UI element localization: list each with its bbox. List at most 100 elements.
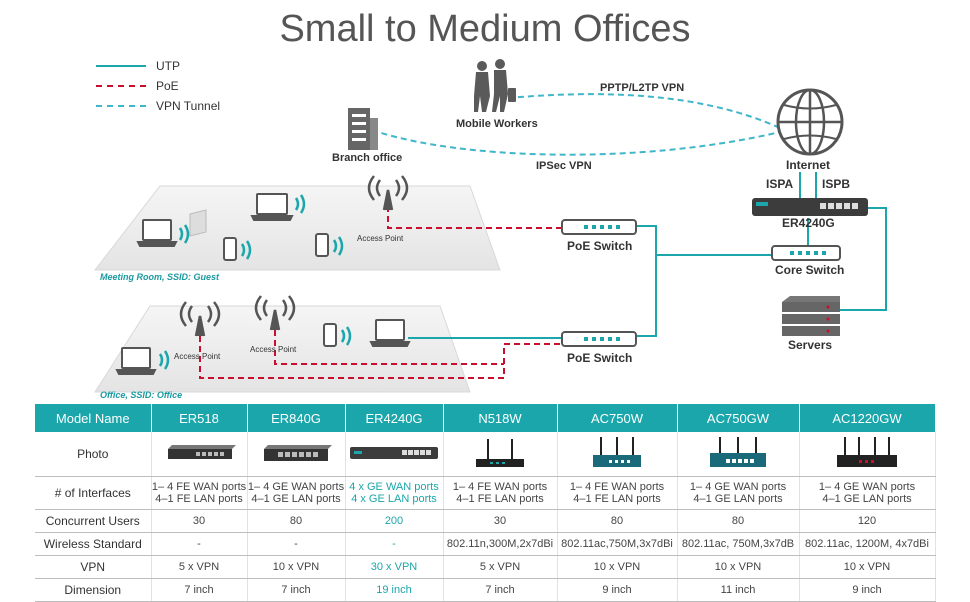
router-er518-icon (167, 444, 236, 459)
legend: UTP PoE VPN Tunnel (96, 56, 220, 116)
table-cell: 10 x VPN (247, 555, 346, 579)
table-cell: 19 inch (345, 578, 444, 602)
table-row-wireless: Wireless Standard - - - 802.11n,300M,2x7… (35, 532, 936, 556)
wireless-router-n518w-icon (476, 438, 524, 467)
cell-line: 1– 4 FE WAN ports (569, 481, 665, 493)
table-cell: 5 x VPN (443, 555, 558, 579)
mobile-workers-icon (474, 59, 516, 112)
servers-icon (782, 296, 840, 336)
wireless-router-ac1220gw-icon (837, 436, 897, 467)
legend-label-utp: UTP (156, 59, 180, 73)
cell-line: 4 x GE LAN ports (351, 493, 437, 505)
table-cell: - (247, 532, 346, 556)
photo-er518 (151, 432, 248, 477)
table-cell: 10 x VPN (677, 555, 800, 579)
table-row-users: Concurrent Users 30 80 200 30 80 80 120 (35, 509, 936, 533)
table-row-photo: Photo (35, 432, 936, 477)
cell-line: 1– 4 GE WAN ports (818, 481, 916, 493)
legend-swatch-poe (96, 85, 146, 87)
ispb-label: ISPB (822, 177, 851, 191)
poe-line-ap2 (274, 330, 504, 365)
spec-table: Model Name ER518 ER840G ER4240G N518W AC… (35, 404, 936, 602)
table-cell: 802.11ac, 750M,3x7dB (677, 532, 800, 556)
wifi-signal-icon (158, 194, 352, 370)
utp-router-right (840, 207, 887, 311)
cell-line: 1– 4 GE WAN ports (247, 481, 345, 493)
cell-line: 4–1 FE LAN ports (155, 493, 243, 505)
header-model-name: Model Name (35, 404, 152, 432)
poe-switch-2-label: PoE Switch (567, 351, 633, 365)
network-diagram (93, 59, 887, 393)
vpn-tunnel-branch (371, 129, 781, 156)
meeting-room-floor (93, 185, 501, 271)
cell-line: 4–1 FE LAN ports (456, 493, 544, 505)
phone-icon (223, 233, 337, 347)
poe-line-ap1 (387, 206, 562, 229)
row-label-wireless: Wireless Standard (35, 532, 152, 556)
table-cell: 7 inch (151, 578, 248, 602)
servers-label: Servers (788, 338, 833, 352)
table-cell: 30 (443, 509, 558, 533)
table-cell: 80 (557, 509, 678, 533)
cell-line: 1– 4 FE WAN ports (151, 481, 247, 493)
cell-line: 4–1 FE LAN ports (573, 493, 661, 505)
table-cell: 10 x VPN (557, 555, 678, 579)
pptp-label: PPTP/L2TP VPN (600, 82, 685, 94)
table-cell: 9 inch (557, 578, 678, 602)
header-er4240g: ER4240G (345, 404, 444, 432)
header-ac750w: AC750W (557, 404, 678, 432)
internet-label: Internet (786, 158, 831, 172)
table-cell: 10 x VPN (799, 555, 936, 579)
wireless-router-ac750gw-icon (710, 436, 766, 467)
laptop-icon (115, 193, 411, 375)
table-cell: 7 inch (247, 578, 346, 602)
row-label-vpn: VPN (35, 555, 152, 579)
meeting-room-label: Meeting Room, SSID: Guest (100, 272, 220, 282)
row-label-dimension: Dimension (35, 578, 152, 602)
legend-item-vpn: VPN Tunnel (96, 96, 220, 116)
ipsec-label: IPSec VPN (536, 160, 592, 172)
row-label-interfaces: # of Interfaces (35, 476, 152, 510)
photo-ac1220gw (799, 432, 936, 477)
utp-poe1 (636, 225, 657, 337)
access-point-2-label: Access Point (250, 345, 297, 354)
header-er518: ER518 (151, 404, 248, 432)
legend-item-poe: PoE (96, 76, 220, 96)
ispa-label: ISPA (766, 177, 794, 191)
photo-n518w (443, 432, 558, 477)
legend-swatch-vpn (96, 105, 146, 107)
row-label-users: Concurrent Users (35, 509, 152, 533)
table-cell: 30 (151, 509, 248, 533)
router-er4240g-icon (752, 198, 868, 216)
office-label: Office, SSID: Office (100, 390, 183, 400)
legend-label-poe: PoE (156, 79, 179, 93)
vpn-tunnel-mobile (507, 93, 781, 129)
legend-label-vpn: VPN Tunnel (156, 99, 221, 113)
legend-swatch-utp (96, 65, 146, 67)
cell-line: 4–1 GE LAN ports (822, 493, 912, 505)
table-cell: 80 (677, 509, 800, 533)
cell-line: 4–1 GE LAN ports (693, 493, 783, 505)
access-point-3-label: Access Point (174, 352, 221, 361)
table-cell: - (151, 532, 248, 556)
page-title: Small to Medium Offices (279, 8, 691, 50)
header-er840g: ER840G (247, 404, 346, 432)
table-row-dimension: Dimension 7 inch 7 inch 19 inch 7 inch 9… (35, 578, 936, 602)
table-cell: 80 (247, 509, 346, 533)
core-switch-label: Core Switch (775, 263, 845, 277)
table-cell: 9 inch (799, 578, 936, 602)
table-cell: 200 (345, 509, 444, 533)
router-label: ER4240G (782, 216, 835, 230)
wall-panel-icon (189, 209, 207, 237)
photo-ac750gw (677, 432, 800, 477)
mobile-workers-label: Mobile Workers (456, 118, 538, 130)
cell-line: 4 x GE WAN ports (349, 481, 439, 493)
table-cell: 802.11ac,750M,3x7dBi (557, 532, 678, 556)
header-ac1220gw: AC1220GW (799, 404, 936, 432)
